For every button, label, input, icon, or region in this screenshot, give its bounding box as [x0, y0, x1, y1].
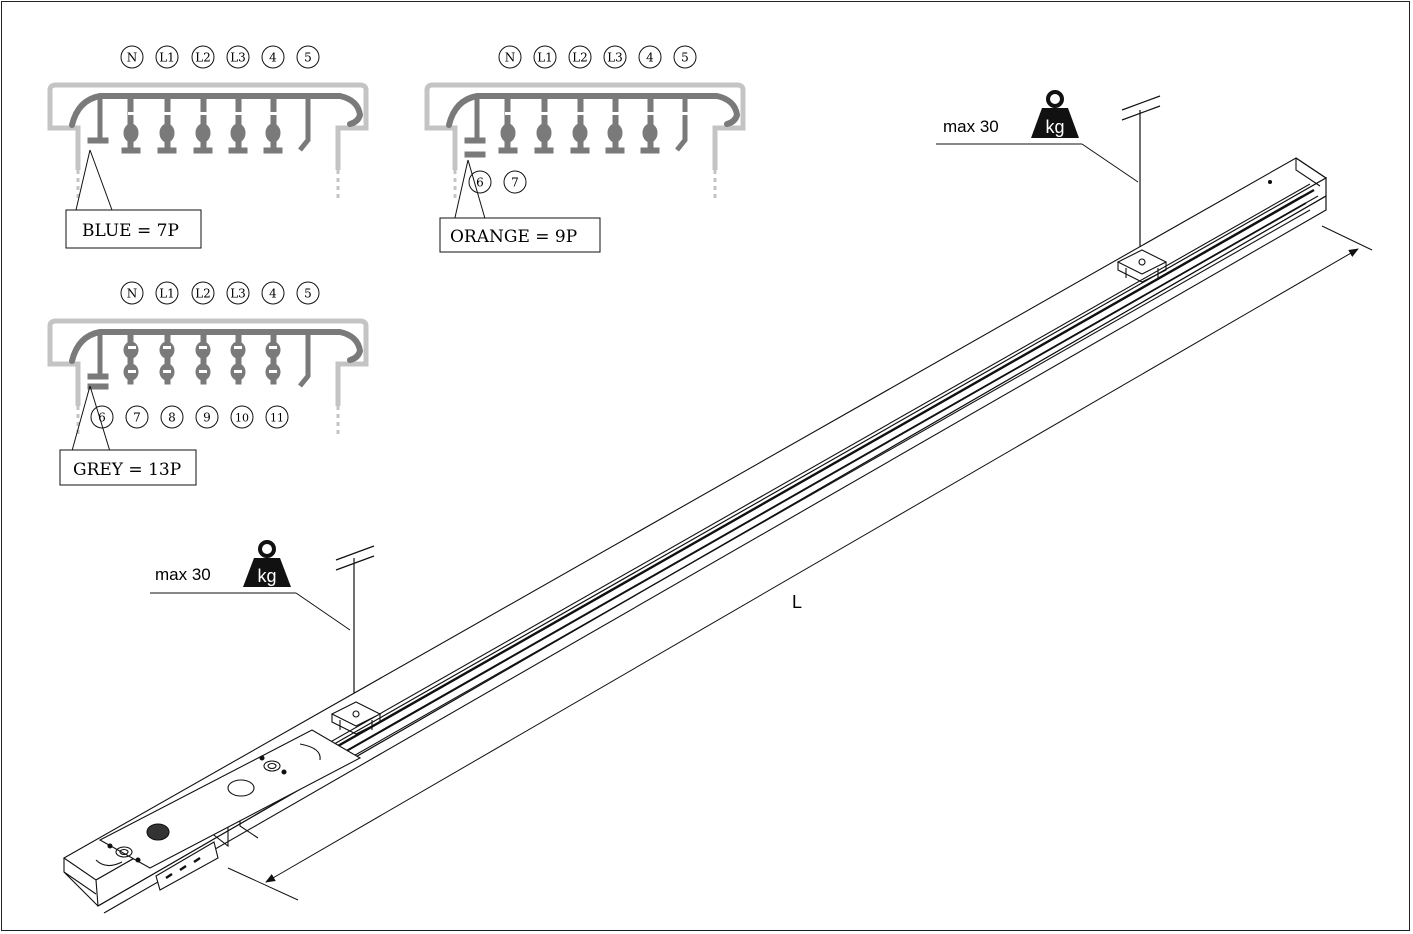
pin-badge: L3	[226, 45, 250, 69]
load-max-text: max 30	[155, 565, 211, 584]
pin-badge-text: 10	[235, 412, 249, 425]
profile-outline	[424, 82, 746, 170]
variant-label-box	[65, 209, 202, 249]
pin-badge: L2	[191, 281, 215, 305]
pin-badge: 5	[673, 45, 697, 69]
track-rail	[62, 157, 1328, 914]
pin-badge: N	[498, 45, 522, 69]
pin-badge: 4	[261, 45, 285, 69]
conductor-pins	[464, 97, 688, 158]
pin-badge: L1	[155, 281, 179, 305]
pin-badge: 8	[160, 405, 184, 429]
profile-outline	[47, 82, 369, 170]
extra-pin-row: 6 7 8 9 10 11	[90, 405, 289, 429]
pin-badge-text: 7	[133, 411, 141, 425]
pin-label-row: N L1 L2 L3 4 5	[120, 281, 320, 305]
variant-label: ORANGE = 9P	[450, 227, 577, 247]
dimension-l: L	[227, 225, 1373, 901]
weight-icon: kg	[1031, 90, 1079, 138]
pin-badge-text: L3	[230, 51, 246, 65]
pin-badge-text: 5	[304, 51, 312, 65]
pin-badge: 6	[90, 405, 114, 429]
pin-badge-text: 9	[203, 411, 211, 425]
pin-badge-text: L3	[607, 51, 623, 65]
notch-marks	[128, 112, 277, 115]
pin-badge: 9	[195, 405, 219, 429]
pin-badge-text: 4	[269, 51, 277, 65]
pin-badge-text: L2	[195, 287, 211, 301]
pin-badge: 4	[638, 45, 662, 69]
conductor-rail	[69, 93, 364, 128]
profile-section-orange: N L1 L2 L3 4 5 6 7 ORANGE = 9P	[424, 45, 746, 253]
pin-badge: N	[120, 45, 144, 69]
conductor-rail	[446, 93, 741, 128]
pin-badge: 11	[265, 405, 289, 429]
pin-badge: 7	[503, 170, 527, 194]
variant-label-box	[59, 449, 197, 486]
variant-label-box	[439, 217, 601, 253]
pin-badge: L3	[603, 45, 627, 69]
pin-badge-text: 7	[511, 176, 519, 190]
pin-badge-text: 5	[681, 51, 689, 65]
pin-badge-text: N	[505, 51, 516, 65]
pin-badge-text: L2	[195, 51, 211, 65]
weight-icon: kg	[243, 540, 291, 587]
pin-badge-text: N	[127, 51, 138, 65]
extra-pin-row: 6 7	[468, 170, 527, 194]
profile-section-blue: N L1 L2 L3 4 5 BLUE = 7P	[47, 45, 369, 249]
pin-badge: L1	[533, 45, 557, 69]
conductor-pins	[87, 97, 311, 154]
pin-badge: 6	[468, 170, 492, 194]
pin-badge-text: 8	[168, 411, 176, 425]
conductor-rail	[69, 329, 364, 364]
weight-unit: kg	[1045, 117, 1064, 137]
pin-badge: 10	[230, 405, 254, 429]
pin-badge-text: 4	[646, 51, 654, 65]
load-label-bottom: max 30 kg	[150, 540, 375, 708]
pin-badge: L2	[191, 45, 215, 69]
pin-badge-text: L2	[572, 51, 588, 65]
dimension-label: L	[792, 592, 802, 612]
pin-badge-text: L1	[159, 51, 175, 65]
pin-badge-text: L1	[537, 51, 553, 65]
variant-label: BLUE = 7P	[82, 221, 179, 241]
pin-badge-text: N	[127, 287, 138, 301]
pin-badge-text: L3	[230, 287, 246, 301]
pin-badge-text: 6	[476, 176, 484, 190]
notch-marks	[505, 112, 689, 115]
pin-badge: 7	[125, 405, 149, 429]
pin-label-row: N L1 L2 L3 4 5	[120, 45, 320, 69]
pin-label-row: N L1 L2 L3 4 5	[498, 45, 697, 69]
pin-badge: L2	[568, 45, 592, 69]
pin-badge: N	[120, 281, 144, 305]
pin-badge-text: 5	[304, 287, 312, 301]
pin-badge: L1	[155, 45, 179, 69]
pin-badge-text: 4	[269, 287, 277, 301]
pin-badge-text: L1	[159, 287, 175, 301]
pin-badge: 5	[296, 45, 320, 69]
feed-grille	[146, 823, 170, 841]
pin-badge: L3	[226, 281, 250, 305]
pin-badge-text: 6	[98, 411, 106, 425]
load-max-text: max 30	[943, 117, 999, 136]
pin-badge: 5	[296, 281, 320, 305]
conductor-pins	[87, 333, 311, 390]
weight-unit: kg	[257, 566, 276, 586]
profile-section-grey: N L1 L2 L3 4 5 6 7 8 9 10	[47, 281, 369, 486]
pin-badge-text: 11	[270, 412, 284, 425]
load-label-top: max 30 kg	[936, 90, 1161, 258]
variant-label: GREY = 13P	[73, 460, 181, 480]
pin-badge: 4	[261, 281, 285, 305]
